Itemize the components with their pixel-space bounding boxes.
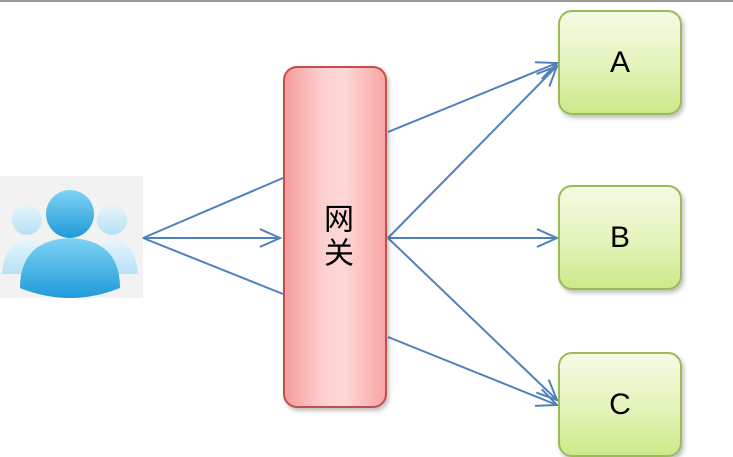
link-users-gateway-top [142,177,284,239]
link-gateway-c-lower-arrowhead [534,388,560,407]
link-gateway-a-upper [387,62,558,133]
service-b-label: B [609,220,630,254]
link-gateway-a-upper-arrowhead [534,61,560,80]
gateway-label: 网关 [318,203,353,271]
users-icon-panel [0,176,143,298]
connections [142,61,560,407]
link-users-gateway-mid-arrowhead [259,228,283,248]
link-gateway-a-diag-arrowhead [536,64,559,87]
link-gateway-b-arrowhead [536,228,560,248]
service-a-label: A [609,45,630,79]
service-c-box: C [558,352,682,457]
service-c-label: C [609,387,631,421]
link-gateway-c-lower [387,336,558,406]
service-b-box: B [558,185,682,290]
service-a-box: A [558,10,682,115]
link-gateway-c-diag-arrowhead [535,379,559,402]
link-gateway-a-diag [387,65,558,239]
link-users-gateway-bottom [142,237,284,295]
top-divider [0,0,733,2]
link-gateway-c-diag [387,237,558,401]
gateway-box: 网关 [283,66,387,408]
users-group-icon [2,190,138,298]
